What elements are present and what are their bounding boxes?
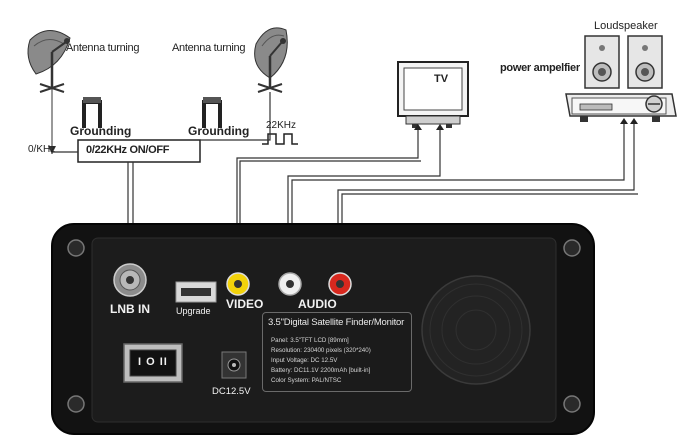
cable-arrows (414, 118, 638, 130)
satellite-dish-right-icon (254, 27, 288, 93)
upgrade-label: Upgrade (176, 306, 211, 316)
power-amplifier-icon (565, 93, 677, 122)
tv-icon (397, 61, 469, 128)
dc-label: DC12.5V (212, 386, 251, 397)
antenna-right-label: Antenna turning (172, 42, 246, 54)
loudspeaker-left-icon (584, 35, 620, 89)
satellite-dish-left-icon (27, 30, 71, 154)
grounding-left-icon (82, 97, 102, 128)
power-switch-icon (123, 343, 183, 383)
video-jack-icon (226, 272, 250, 296)
spec-line-input-voltage: Input Voltage: DC 12.5V (271, 357, 338, 364)
speaker-grille (421, 275, 531, 385)
antenna-left-label: Antenna turning (66, 42, 140, 54)
cables (51, 92, 638, 272)
dc-power-jack-icon (221, 351, 247, 379)
square-wave-icon (262, 133, 298, 145)
tv-label: TV (434, 73, 449, 85)
grounding-left-label: Grounding (70, 124, 132, 138)
switch-box-label: 0/22KHz ON/OFF (86, 144, 170, 156)
audio-left-jack-icon (278, 272, 302, 296)
audio-right-jack-icon (328, 272, 352, 296)
usb-upgrade-port-icon (175, 281, 217, 303)
spec-line-color-system: Color System: PAL/NTSC (271, 377, 342, 384)
diseqc-switch-box (77, 139, 201, 163)
spec-line-resolution: Resolution: 230400 pixels (320*240) (271, 347, 371, 354)
power-switch-marking: I O II (138, 356, 168, 368)
lnb-in-label: LNB IN (110, 302, 150, 316)
grounding-right-icon (202, 97, 222, 128)
loudspeaker-label: Loudspeaker (594, 20, 658, 32)
grounding-right-label: Grounding (188, 124, 250, 138)
video-label: VIDEO (226, 297, 264, 311)
loudspeaker-right-icon (627, 35, 663, 89)
spec-line-battery: Battery: DC11.1V 2200mAh [built-in] (271, 367, 371, 374)
spec-panel (262, 312, 412, 392)
spec-panel-title: 3.5"Digital Satellite Finder/Monitor (268, 317, 405, 328)
audio-label: AUDIO (298, 297, 337, 311)
zero-khz-label: 0/KHz (28, 144, 56, 155)
lnb-in-connector-icon (113, 263, 147, 297)
power-amplifier-label: power ampelfier (500, 62, 580, 74)
khz22-label: 22KHz (266, 120, 297, 131)
spec-line-panel: Panel: 3.5"TFT LCD [89mm] (271, 337, 349, 344)
